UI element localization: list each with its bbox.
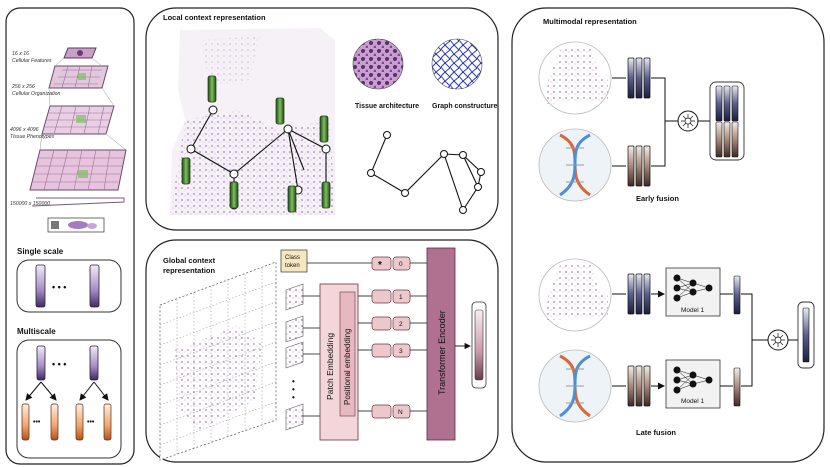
late-output-b	[733, 367, 741, 407]
position-token-0: 0	[399, 261, 403, 268]
early-histology-image	[538, 41, 612, 115]
multimodal-title: Multimodal representation	[543, 17, 637, 26]
wsi-thumbnail	[47, 217, 105, 233]
wsi-patch-grid	[159, 261, 277, 461]
pyramid-level1-name: Cellular Features	[12, 58, 52, 64]
early-genomic-embeddings	[627, 145, 651, 187]
multiscale-dots: • • •	[52, 359, 66, 369]
transformer-encoder-label: Transformer Encoder	[437, 310, 447, 395]
single-scale-box	[16, 259, 122, 313]
global-context-title-line2: representation	[163, 266, 216, 275]
early-dna-image	[538, 128, 612, 202]
graph-construction-image	[431, 38, 483, 90]
late-model-b	[665, 359, 721, 409]
position-token-1: 1	[399, 294, 403, 301]
local-tissue-image	[170, 28, 335, 215]
patch-dots-3: •	[292, 393, 295, 402]
late-model-a	[665, 267, 721, 317]
tissue-architecture-label: Tissue architecture	[355, 103, 419, 110]
multiscale-dots-left: •••	[33, 419, 41, 426]
patch-dots-2: •	[292, 385, 295, 394]
local-node-embeddings	[181, 75, 331, 213]
positional-embedding-block	[339, 291, 356, 417]
graph-construction-label: Graph constructure	[432, 103, 497, 110]
transformer-encoder-block	[426, 247, 456, 441]
late-output-a	[733, 275, 741, 315]
late-fused-embedding	[797, 301, 815, 369]
wsi-pyramid	[29, 47, 127, 207]
early-fusion-connectors	[612, 77, 710, 167]
late-histology-embeddings	[627, 273, 651, 315]
late-fusion-operator	[767, 329, 789, 351]
tissue-architecture-image	[352, 38, 404, 90]
pyramid-level2-name: Cellular Organization	[12, 91, 61, 97]
global-output-token	[471, 301, 487, 389]
pyramid-level2-size: 256 x 256	[11, 84, 35, 90]
early-histology-embeddings	[627, 57, 651, 99]
class-token-box	[280, 249, 308, 273]
position-token-2: 2	[399, 321, 403, 328]
pyramid-level1-size: 16 x 16	[12, 51, 29, 57]
early-fusion-label: Early fusion	[636, 194, 679, 203]
patch-dots-1: •	[292, 377, 295, 386]
single-scale-token-2	[89, 264, 100, 308]
positional-embedding-label: Positional embedding	[343, 329, 352, 406]
patch-embedding-label: Patch Embedding	[325, 333, 335, 400]
position-token-3: 3	[399, 348, 403, 355]
late-model-a-label: Model 1	[681, 307, 705, 314]
late-fusion-connectors	[612, 290, 798, 390]
single-scale-title: Single scale	[17, 247, 64, 256]
late-dna-image	[538, 349, 612, 423]
early-fusion-operator	[677, 110, 699, 132]
position-tokens	[358, 256, 427, 419]
multiscale-dots-right: •••	[87, 419, 95, 426]
class-token-label-line2: token	[285, 263, 300, 269]
patch-to-embedding-lines	[303, 295, 320, 417]
single-scale-dots: • • •	[52, 282, 66, 292]
multimodal-frame	[511, 7, 825, 463]
class-token-label-line1: Class	[285, 255, 300, 261]
pyramid-level3-size: 4096 x 4096	[10, 127, 39, 133]
late-model-b-label: Model 1	[681, 398, 705, 405]
multiscale-title: Multiscale	[17, 327, 56, 336]
late-fusion-label: Late fusion	[636, 428, 676, 437]
late-genomic-embeddings	[627, 365, 651, 407]
late-histology-image	[538, 258, 612, 332]
pyramid-level3-name: Tissue Phenotypes	[10, 134, 54, 140]
patch-thumbnails	[285, 283, 304, 431]
local-context-title: Local context representation	[163, 13, 266, 22]
early-fused-embedding	[709, 81, 745, 161]
class-token-star: *	[378, 260, 382, 271]
multiscale-tree	[21, 345, 112, 441]
single-scale-token-1	[35, 264, 46, 308]
position-token-n: N	[398, 409, 403, 416]
global-context-title-line1: Global context	[163, 256, 216, 265]
pyramid-base-size: 150000 x 150000	[10, 201, 50, 207]
abstract-graph-nodes	[367, 131, 485, 214]
